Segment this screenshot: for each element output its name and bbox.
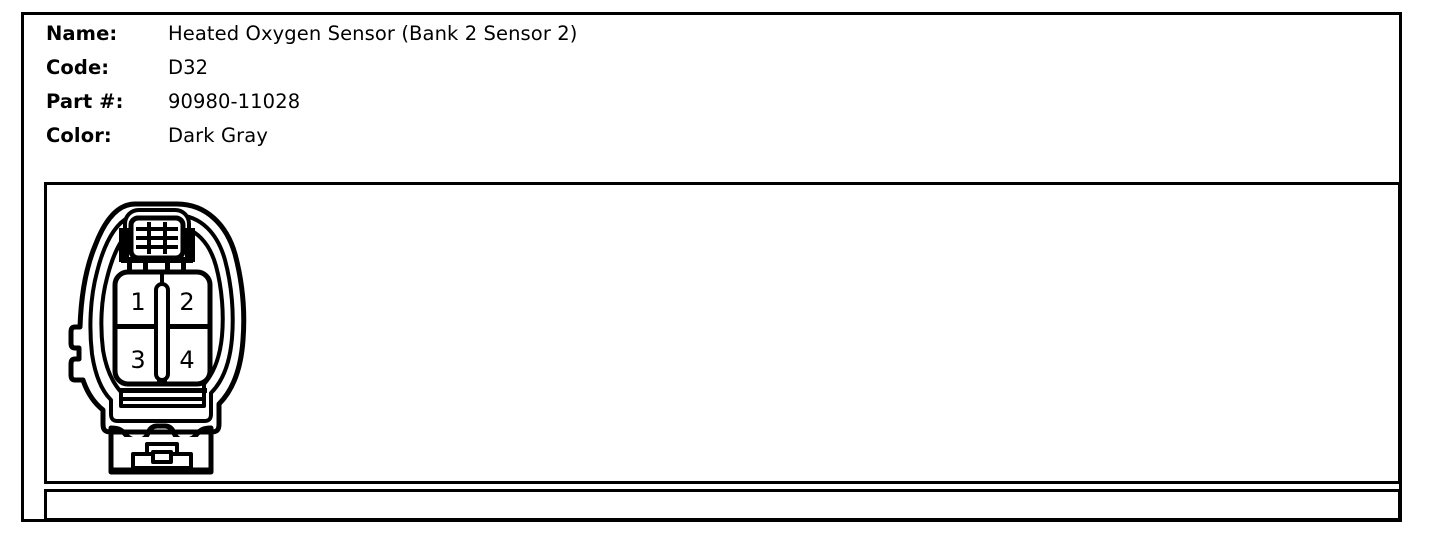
attribute-label-name: Name: [46,22,118,45]
pin-label-1: 1 [130,288,145,316]
attribute-row-part-number: Part #: 90980-11028 [46,90,1346,124]
attribute-label-code: Code: [46,56,110,79]
attribute-label-color: Color: [46,124,112,147]
attribute-row-name: Name: Heated Oxygen Sensor (Bank 2 Senso… [46,22,1346,56]
attribute-value-name: Heated Oxygen Sensor (Bank 2 Sensor 2) [168,22,578,45]
attribute-value-color: Dark Gray [168,124,268,147]
attribute-row-code: Code: D32 [46,56,1346,90]
attribute-value-code: D32 [168,56,209,79]
connector-face-diagram: 1 2 3 4 [59,188,269,478]
spec-card-footer-strip [44,489,1401,522]
pin-label-2: 2 [179,288,194,316]
attribute-label-part-number: Part #: [46,90,124,113]
connector-diagram-panel: 1 2 3 4 [44,182,1401,484]
pin-label-3: 3 [130,346,145,374]
attribute-row-color: Color: Dark Gray [46,124,1346,158]
pin-label-4: 4 [179,346,194,374]
connector-attribute-list: Name: Heated Oxygen Sensor (Bank 2 Senso… [46,22,1346,158]
attribute-value-part-number: 90980-11028 [168,90,301,113]
